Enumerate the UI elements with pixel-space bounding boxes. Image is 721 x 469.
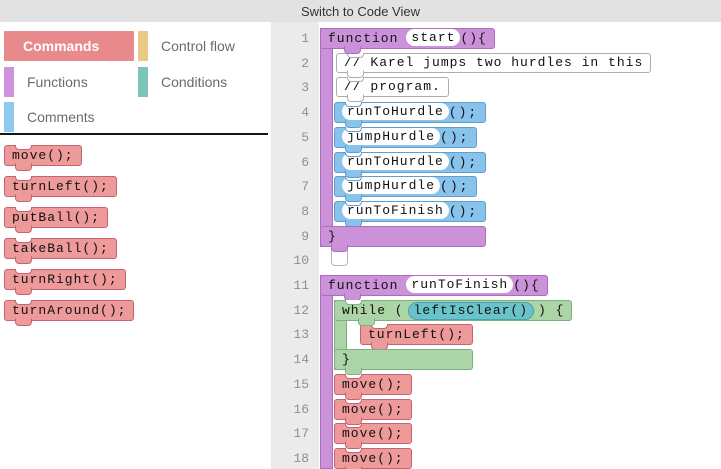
while-close-brace: } — [342, 352, 351, 367]
category-commands[interactable]: Commands — [4, 31, 134, 61]
line-number: 14 — [293, 352, 309, 367]
block-move-3[interactable]: move(); — [334, 423, 412, 449]
category-conditions[interactable]: Conditions — [138, 67, 227, 97]
block-move-1[interactable]: move(); — [334, 374, 412, 400]
line-number: 8 — [301, 204, 309, 219]
category-conditions-label: Conditions — [161, 74, 228, 90]
block-turnLeft[interactable]: turnLeft(); — [360, 324, 473, 350]
palette-block-takeBall[interactable]: takeBall(); — [4, 238, 117, 264]
while-suffix: ) { — [538, 303, 565, 318]
line-number: 11 — [293, 278, 309, 293]
palette-block-turnRight[interactable]: turnRight(); — [4, 269, 126, 295]
line-number: 13 — [293, 327, 309, 342]
call-name-capsule[interactable]: runToHurdle — [342, 103, 449, 120]
line-number: 1 — [301, 31, 309, 46]
block-while-footer[interactable]: } — [334, 349, 473, 375]
call-suffix: (); — [448, 105, 479, 120]
call-name-capsule[interactable]: runToHurdle — [342, 153, 449, 170]
palette-block-putBall[interactable]: putBall(); — [4, 207, 109, 233]
line-number: 9 — [301, 229, 309, 244]
category-commands-label: Commands — [23, 38, 100, 54]
line-number: 5 — [301, 130, 309, 145]
conditions-swatch-icon — [138, 67, 148, 97]
palette-block-move[interactable]: move(); — [4, 145, 82, 171]
block-while-header[interactable]: while (leftIsClear()) { — [334, 300, 573, 326]
block-palette-sidebar: Commands Control flow Functions Conditio… — [0, 22, 268, 469]
block-move-2[interactable]: move(); — [334, 399, 412, 425]
line-number: 6 — [301, 155, 309, 170]
line-number: 4 — [301, 105, 309, 120]
category-control-flow-label: Control flow — [161, 38, 235, 54]
call-suffix: (); — [448, 204, 479, 219]
category-functions-label: Functions — [27, 74, 88, 90]
block-call-jumpHurdle-2[interactable]: jumpHurdle(); — [334, 176, 478, 202]
line-number: 7 — [301, 179, 309, 194]
functions-swatch-icon — [4, 67, 14, 97]
function-open-brace: (){ — [460, 31, 487, 46]
block-function-start-footer[interactable]: } — [320, 226, 486, 252]
line-number: 2 — [301, 56, 309, 71]
line-number: 3 — [301, 80, 309, 95]
comments-swatch-icon — [4, 102, 14, 132]
category-functions[interactable]: Functions — [4, 67, 88, 97]
palette-block-turnAround[interactable]: turnAround(); — [4, 300, 135, 326]
call-suffix: (); — [448, 155, 479, 170]
control-flow-swatch-icon — [138, 31, 148, 61]
line-number: 18 — [293, 451, 309, 466]
block-comment-2[interactable]: // program. — [336, 77, 449, 102]
line-number-gutter: 1 2 3 4 5 6 7 8 9 10 11 12 13 14 15 16 1… — [271, 22, 319, 469]
function-keyword: function — [328, 31, 399, 46]
call-name-capsule[interactable]: runToFinish — [342, 202, 449, 219]
call-name-capsule[interactable]: jumpHurdle — [342, 128, 441, 145]
block-function-start-header[interactable]: function start(){ — [320, 28, 495, 54]
block-call-runToFinish[interactable]: runToFinish(); — [334, 201, 487, 227]
function-name-capsule[interactable]: start — [406, 29, 461, 46]
function-keyword: function — [328, 278, 399, 293]
category-comments[interactable]: Comments — [4, 102, 95, 132]
line-number: 15 — [293, 377, 309, 392]
function-name-capsule[interactable]: runToFinish — [406, 276, 514, 293]
line-number: 17 — [293, 426, 309, 441]
palette-divider — [0, 133, 268, 135]
line-number: 16 — [293, 402, 309, 417]
function-runToFinish-left-bar[interactable] — [320, 275, 333, 469]
command-block-palette: move(); turnLeft(); putBall(); takeBall(… — [4, 145, 135, 331]
block-function-runToFinish-header[interactable]: function runToFinish(){ — [320, 275, 548, 301]
function-start-left-bar[interactable] — [320, 28, 333, 247]
switch-to-code-view-button[interactable]: Switch to Code View — [0, 0, 721, 22]
code-canvas: 1 2 3 4 5 6 7 8 9 10 11 12 13 14 15 16 1… — [268, 22, 721, 469]
block-call-runToHurdle-1[interactable]: runToHurdle(); — [334, 102, 487, 128]
while-condition-capsule[interactable]: leftIsClear() — [407, 302, 535, 320]
block-comment-1[interactable]: // Karel jumps two hurdles in this — [336, 53, 652, 78]
function-open-brace: (){ — [513, 278, 540, 293]
block-call-jumpHurdle-1[interactable]: jumpHurdle(); — [334, 127, 478, 153]
line-number: 12 — [293, 303, 309, 318]
call-suffix: (); — [440, 179, 470, 194]
category-control-flow[interactable]: Control flow — [138, 31, 235, 61]
switch-to-code-view-label: Switch to Code View — [301, 3, 420, 19]
category-comments-label: Comments — [27, 109, 95, 125]
block-move-4[interactable]: move(); — [334, 448, 412, 469]
palette-block-turnLeft[interactable]: turnLeft(); — [4, 176, 117, 202]
call-suffix: (); — [440, 130, 470, 145]
block-call-runToHurdle-2[interactable]: runToHurdle(); — [334, 152, 487, 178]
line-number: 10 — [293, 253, 309, 268]
while-prefix: while ( — [342, 303, 404, 318]
function-close-brace: } — [328, 229, 337, 244]
call-name-capsule[interactable]: jumpHurdle — [342, 177, 441, 194]
